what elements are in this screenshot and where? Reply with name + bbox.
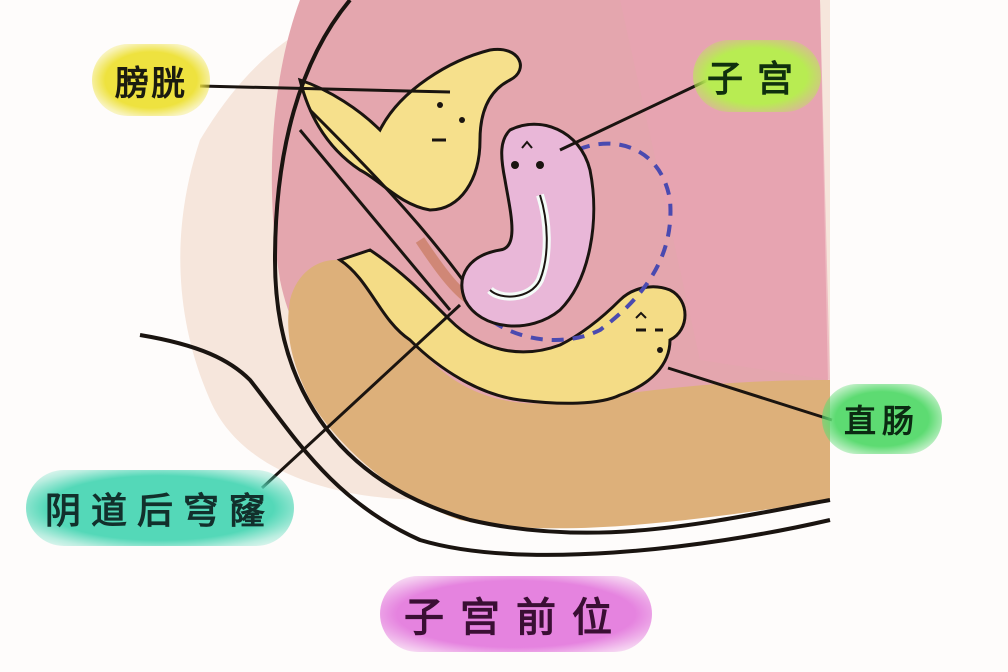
uterus-leader [559,76,713,152]
label-posterior-fornix: 阴道后穹窿 [26,470,294,546]
tissue-tan-region [288,260,830,529]
rectum-leader [667,366,833,422]
uterus-shape [460,122,596,328]
label-rectum: 直肠 [822,384,942,454]
bladder-face [432,102,465,142]
label-bladder: 膀胱 [92,44,210,116]
rectum-face [635,311,663,353]
bladder-shape [297,47,522,212]
uterus-alt-outline [468,141,673,342]
bladder-leader [199,84,451,94]
vaginal-canal [308,108,472,291]
rectum-region [336,248,687,405]
fornix-leader [260,303,462,490]
diagram-title: 子宫前位 [380,576,652,652]
body-contour [272,0,831,535]
label-uterus: 子宫 [693,40,821,112]
uterus-face [511,140,544,169]
